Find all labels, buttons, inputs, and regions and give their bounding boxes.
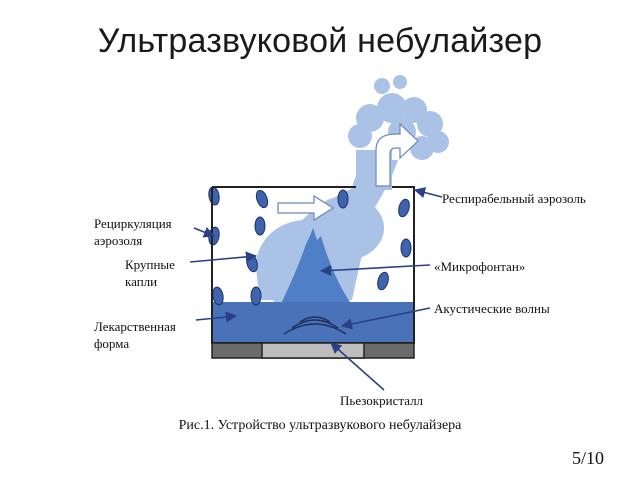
acoustic-waves bbox=[283, 316, 347, 335]
outlet-arrow-icon bbox=[375, 122, 419, 187]
label-drug-form: Лекарственная форма bbox=[94, 319, 176, 351]
label-recirculation: Рециркуляция аэрозоля bbox=[94, 216, 172, 248]
microfountain bbox=[282, 228, 350, 302]
leader-arrows bbox=[189, 187, 443, 391]
label-respirable-aerosol: Респирабельный аэрозоль bbox=[442, 191, 586, 206]
liquid-layer bbox=[212, 302, 414, 343]
figure-caption: Рис.1. Устройство ультразвукового небула… bbox=[178, 418, 462, 433]
label-piezo-crystal: Пьезокристалл bbox=[340, 393, 424, 408]
page-number: 5/10 bbox=[571, 448, 604, 468]
piezo-crystal bbox=[261, 342, 365, 359]
label-acoustic-waves: Акустические волны bbox=[434, 301, 550, 316]
respirable-aerosol-cloud bbox=[348, 75, 449, 160]
label-microfountain: «Микрофонтан» bbox=[434, 259, 526, 274]
label-large-drops: Крупные капли bbox=[125, 257, 175, 289]
page-title: Ультразвуковой небулайзер bbox=[97, 22, 543, 60]
flow-arrow-icon bbox=[277, 194, 335, 222]
